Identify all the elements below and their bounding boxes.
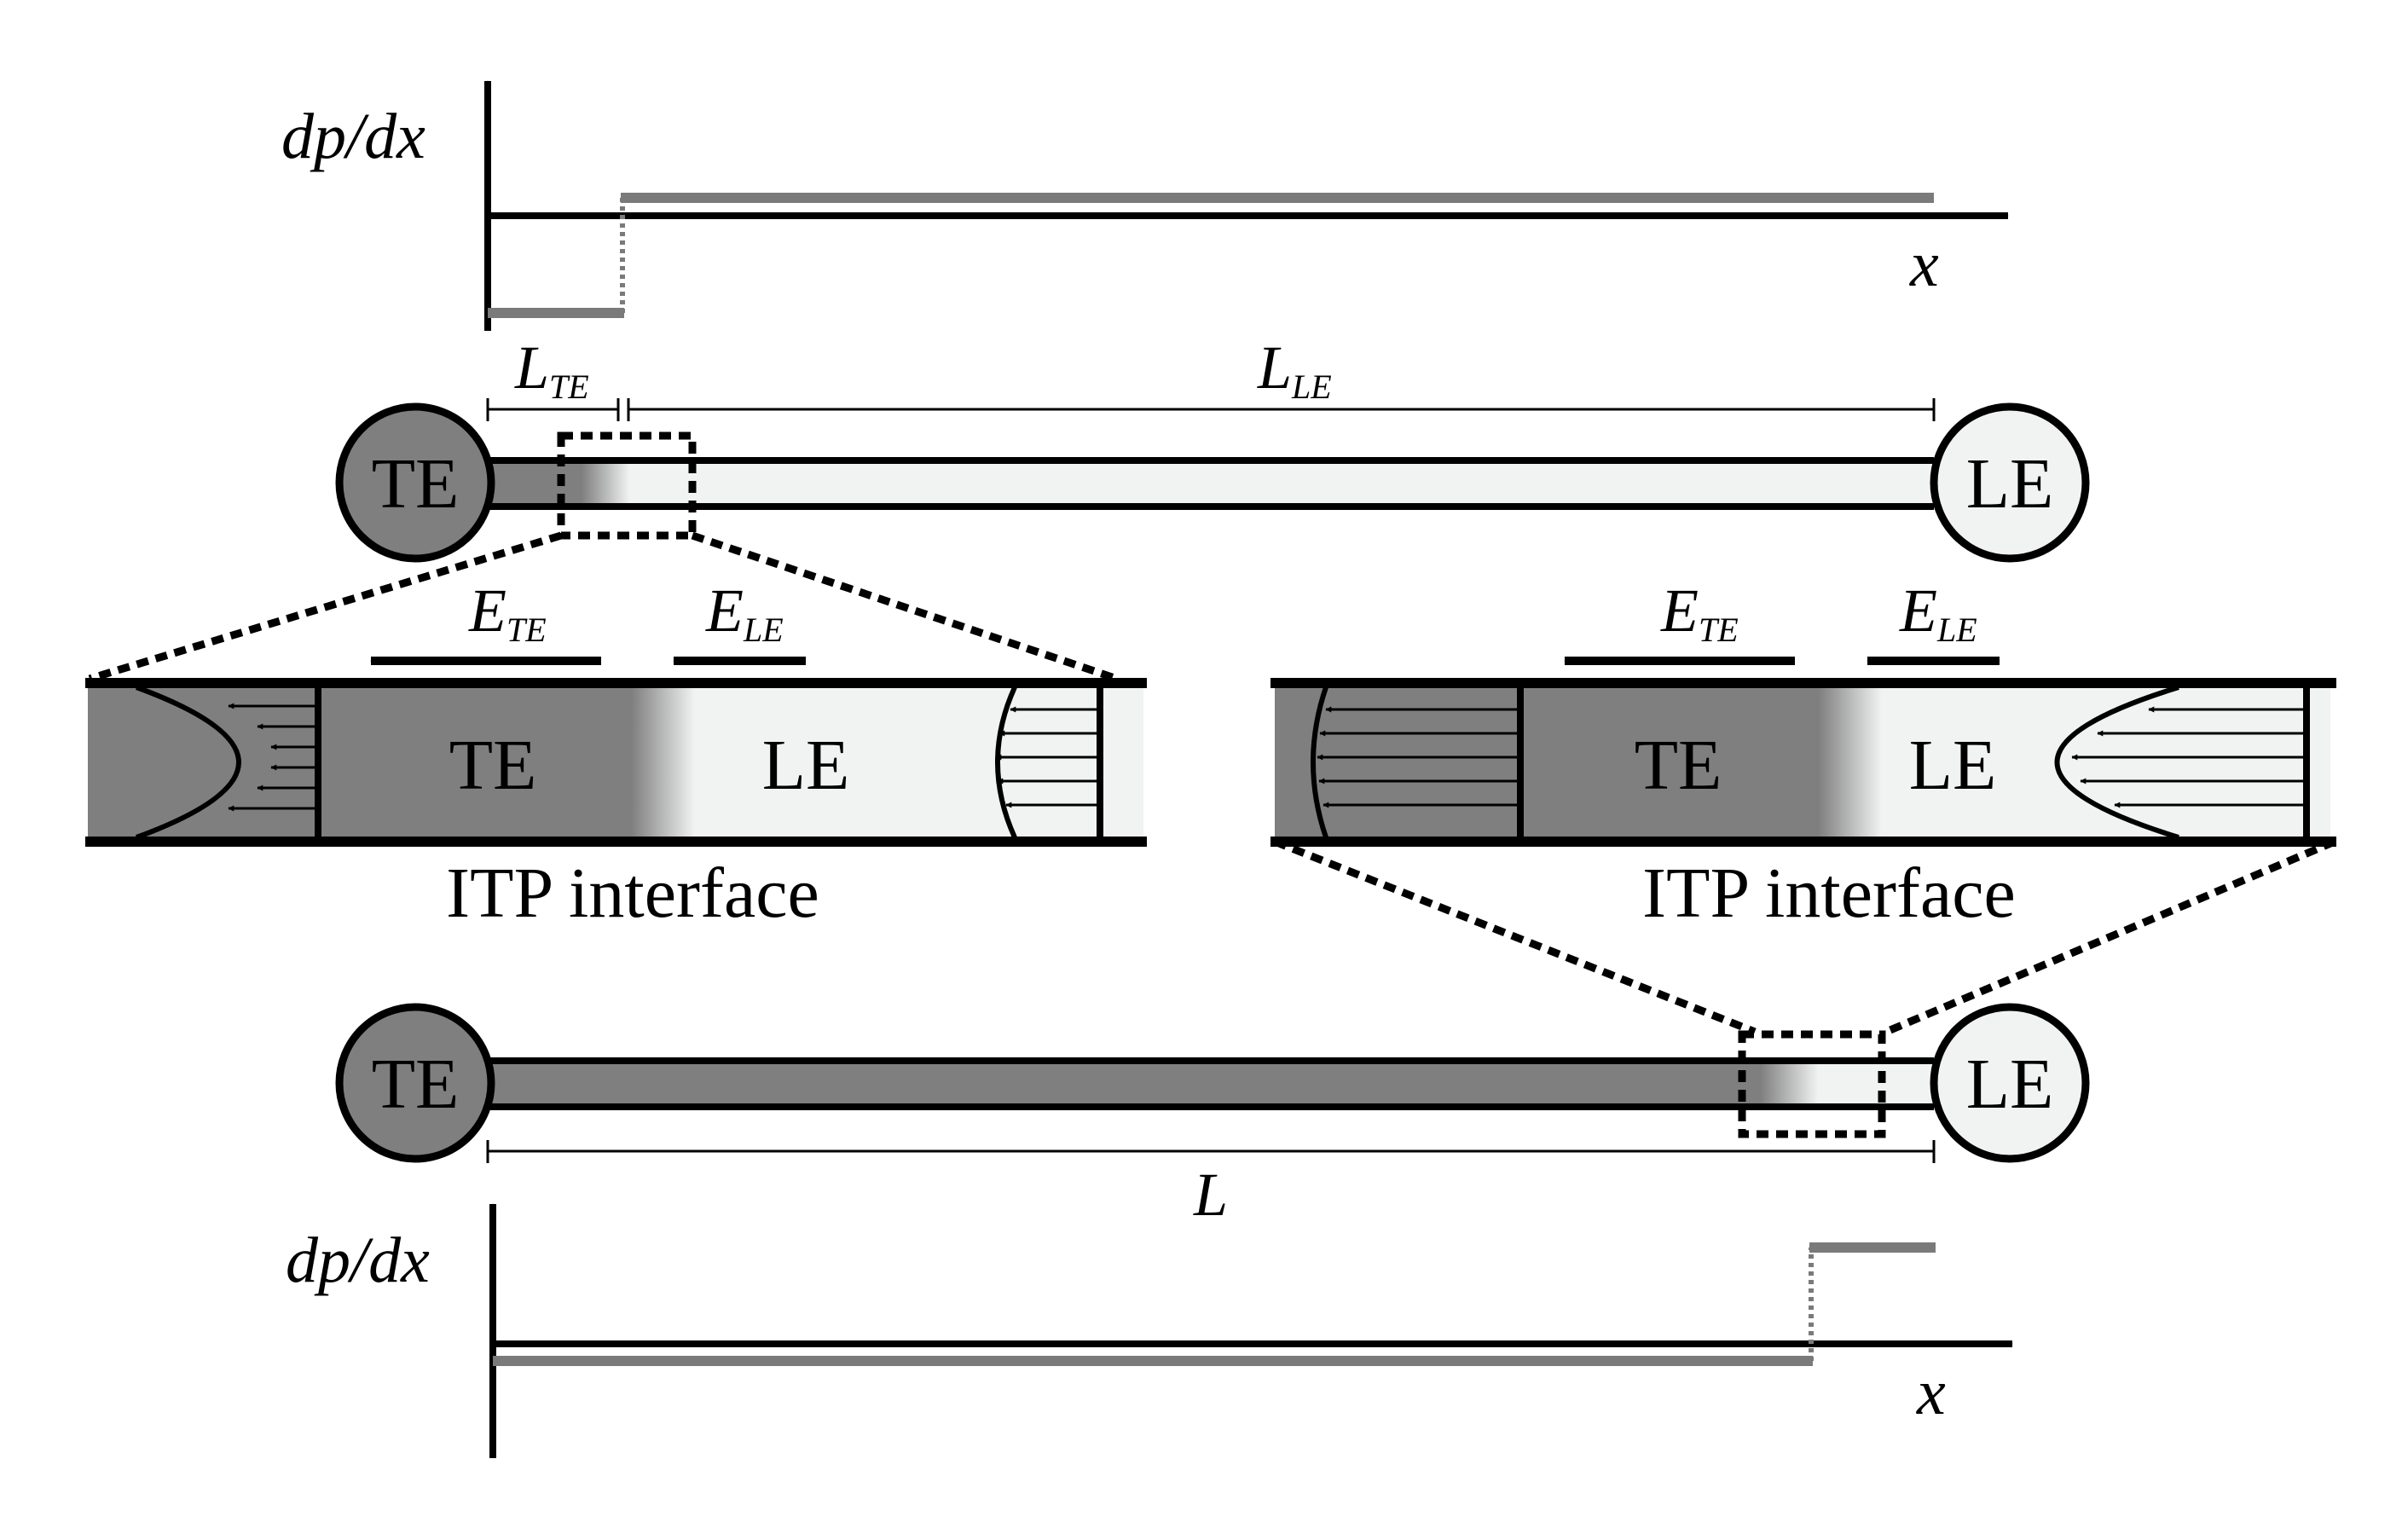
bottom-te-reservoir — [335, 1003, 495, 1163]
left-inset-caption: ITP interface — [446, 854, 819, 933]
bottom-channel — [488, 1062, 1934, 1105]
bottom-channel-assembly: TE LE L — [335, 1003, 2090, 1229]
top-dimension-lines — [486, 398, 1936, 421]
left-inset: ETE ELE TE LE ITP interfa — [85, 576, 1147, 933]
top-y-label: dp/dx — [281, 101, 425, 172]
bottom-y-label: dp/dx — [286, 1224, 430, 1296]
right-inset: ETE ELE TE LE ITP interface — [1270, 576, 2336, 933]
right-inset-le-label: LE — [1909, 726, 1997, 805]
top-channel — [488, 462, 1934, 505]
top-te-reservoir-label: TE — [372, 444, 460, 524]
left-inset-channel — [88, 687, 1143, 837]
top-pressure-gradient-plot: dp/dx x — [281, 80, 2009, 331]
top-channel-assembly: LTE LLE TE LE — [335, 333, 2090, 563]
top-dim-label-lle: LLE — [1257, 333, 1332, 406]
bottom-le-reservoir-label: LE — [1966, 1045, 2054, 1124]
left-inset-parabolic-profile — [135, 685, 321, 840]
bottom-le-reservoir — [1930, 1003, 2090, 1163]
bottom-pressure-gradient-plot: dp/dx x — [286, 1203, 2013, 1458]
top-le-reservoir — [1930, 402, 2090, 563]
left-inset-le-label: LE — [762, 726, 850, 805]
right-inset-parabolic-profile — [2054, 685, 2310, 840]
top-zoom-box — [557, 431, 697, 540]
bottom-zoom-box — [1738, 1030, 1886, 1138]
bottom-x-label: x — [1916, 1357, 1946, 1428]
right-inset-ele-label: ELE — [1899, 576, 1977, 649]
left-inset-te-label: TE — [449, 726, 537, 805]
right-inset-caption: ITP interface — [1642, 854, 2016, 933]
left-inset-plug-profile — [995, 686, 1103, 839]
top-te-reservoir — [335, 402, 495, 563]
bottom-dim-label-l: L — [1193, 1161, 1228, 1229]
top-le-reservoir-label: LE — [1966, 444, 2054, 524]
bottom-te-reservoir-label: TE — [372, 1045, 460, 1124]
right-inset-channel — [1275, 687, 2330, 837]
right-inset-ete-label: ETE — [1660, 576, 1739, 649]
right-inset-te-label: TE — [1635, 726, 1722, 805]
left-inset-ele-label: ELE — [705, 576, 784, 649]
top-dim-label-lte: LTE — [514, 333, 589, 406]
right-inset-plug-profile — [1311, 686, 1524, 838]
right-inset-connectors — [1273, 837, 2336, 1036]
left-inset-connectors — [88, 531, 1119, 683]
bottom-dimension-line — [486, 1140, 1936, 1163]
top-x-label: x — [1909, 229, 1939, 300]
left-inset-ete-label: ETE — [468, 576, 547, 649]
